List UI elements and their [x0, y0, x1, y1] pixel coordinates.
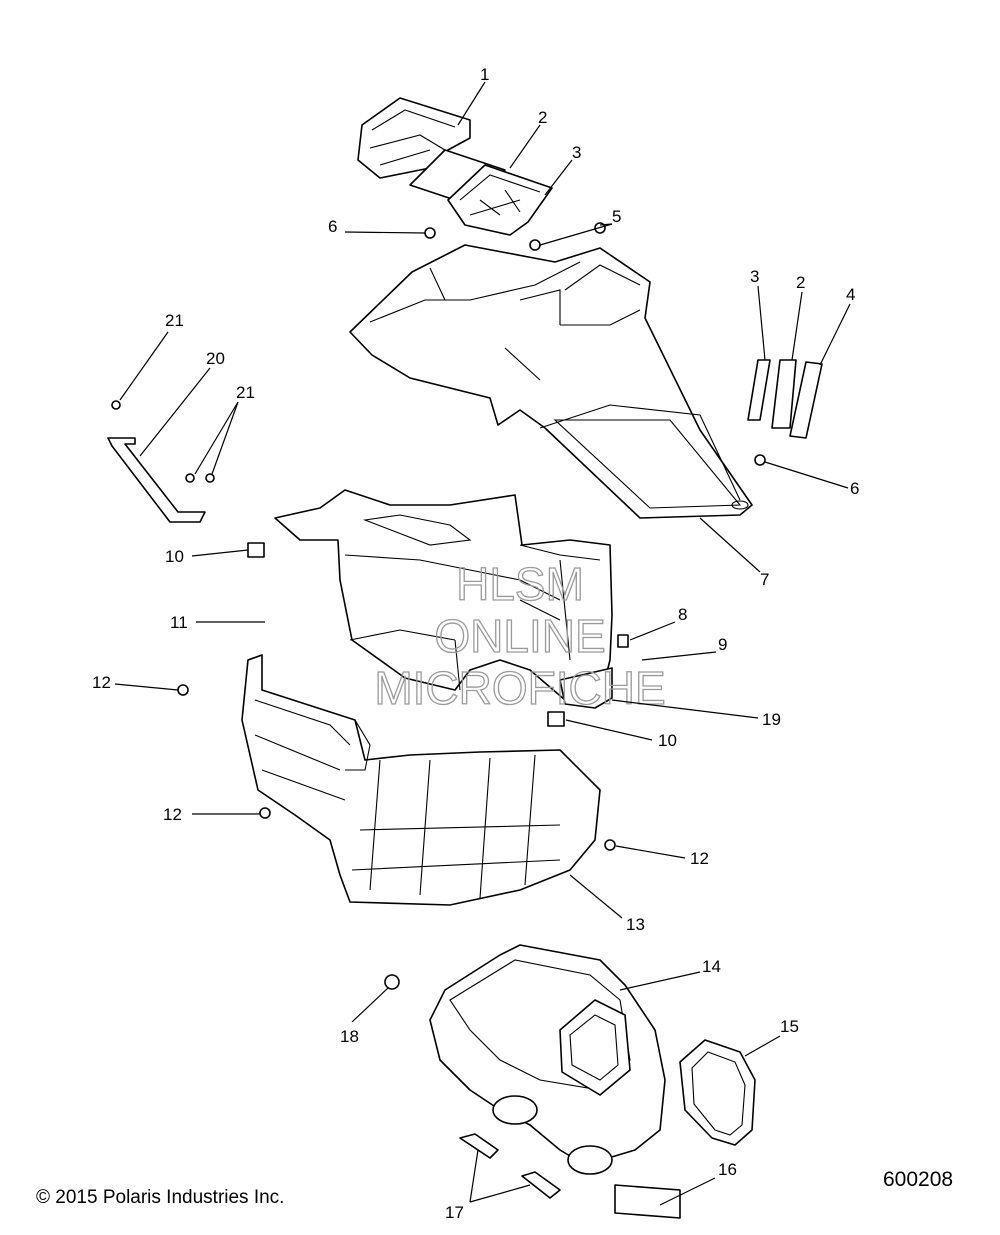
callout-7: 7 — [760, 570, 769, 589]
top-vent-insert — [357, 97, 553, 236]
figure-number: 600208 — [883, 1168, 954, 1191]
callout-6-b: 6 — [850, 479, 859, 498]
callout-6: 6 — [328, 217, 337, 236]
callout-11: 11 — [170, 613, 188, 632]
callout-21: 21 — [165, 311, 184, 330]
callout-15: 15 — [780, 1017, 799, 1036]
callout-3: 3 — [572, 143, 581, 162]
copyright-notice: © 2015 Polaris Industries Inc. — [36, 1187, 285, 1208]
callout-10-b: 10 — [658, 731, 677, 750]
callout-12-c: 12 — [690, 849, 709, 868]
callout-17: 17 — [445, 1203, 464, 1222]
callout-2-b: 2 — [796, 273, 805, 292]
upper-shroud — [349, 244, 753, 519]
callout-12: 12 — [92, 673, 111, 692]
callout-14: 14 — [702, 957, 721, 976]
callout-20: 20 — [206, 349, 225, 368]
leader-lines — [114, 81, 851, 1206]
bracket — [107, 437, 206, 523]
callout-4: 4 — [846, 285, 855, 304]
callout-13: 13 — [626, 915, 645, 934]
callout-19: 19 — [762, 710, 781, 729]
middle-housing — [274, 489, 613, 709]
callout-21-b: 21 — [236, 383, 255, 402]
lower-duct — [241, 654, 601, 906]
seal-ring — [679, 1039, 756, 1146]
callout-10: 10 — [165, 547, 184, 566]
watermark: HLSM ONLINE MICROFICHE — [374, 557, 667, 714]
callout-18: 18 — [340, 1027, 359, 1046]
watermark-line-2: ONLINE — [434, 610, 605, 662]
callouts: 1 2 3 6 5 21 20 21 3 2 4 6 7 10 11 8 9 1… — [92, 65, 859, 1222]
callout-1: 1 — [480, 65, 489, 84]
foam-pad — [614, 1184, 681, 1219]
watermark-line-1: HLSM — [456, 558, 584, 610]
callout-16: 16 — [718, 1160, 737, 1179]
callout-9: 9 — [718, 635, 727, 654]
callout-12-b: 12 — [163, 805, 182, 824]
airbox — [429, 944, 666, 1175]
callout-2: 2 — [538, 108, 547, 127]
callout-3-b: 3 — [750, 267, 759, 286]
side-strips — [747, 359, 823, 439]
callout-8: 8 — [678, 605, 687, 624]
callout-5: 5 — [612, 207, 621, 226]
watermark-line-3: MICROFICHE — [374, 662, 665, 714]
